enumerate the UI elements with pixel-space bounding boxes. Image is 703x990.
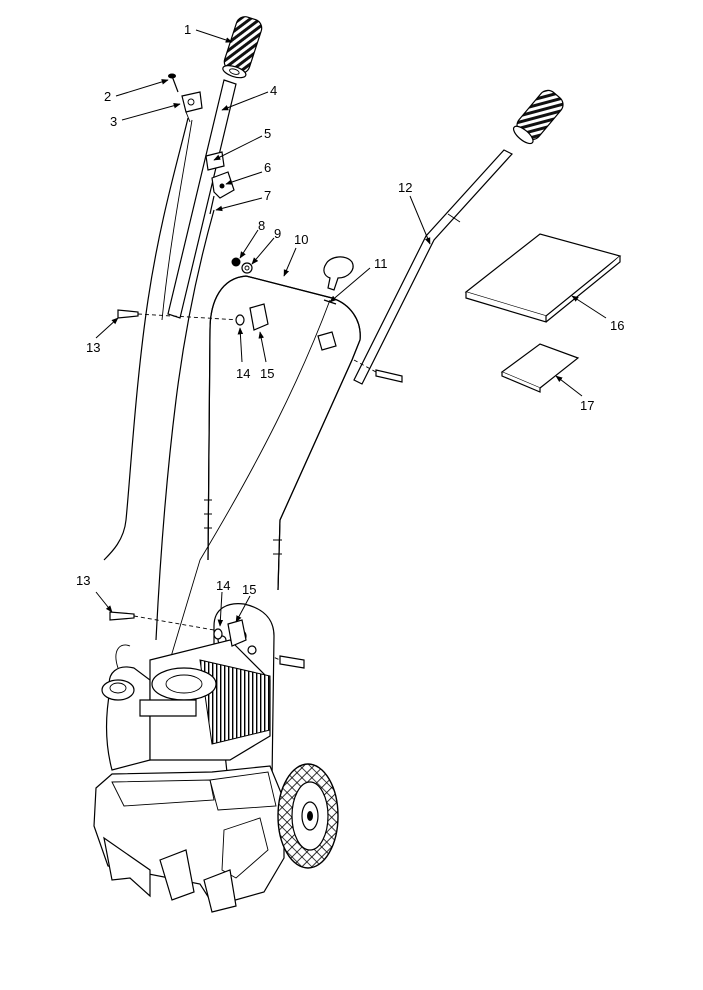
throttle-cable	[103, 117, 193, 561]
handle-grip-left	[222, 16, 263, 79]
bolt-right-upper	[353, 359, 403, 383]
knob-part-15-upper	[249, 303, 337, 351]
bolt-part-13-lower	[109, 611, 215, 631]
control-lever	[211, 171, 235, 199]
washer-part-14-upper	[235, 314, 245, 326]
callout-14-lower: 14	[216, 578, 230, 593]
upper-handle-tube-right	[353, 149, 513, 385]
upper-handle-tube-left	[167, 79, 237, 319]
callout-15-upper: 15	[260, 366, 274, 381]
screw-part-2	[168, 73, 179, 93]
callout-16: 16	[610, 318, 624, 333]
washer-part-14-lower	[213, 628, 223, 640]
callout-8: 8	[258, 218, 265, 233]
washer-part-9	[241, 262, 253, 274]
callout-14-upper: 14	[236, 366, 250, 381]
callout-9: 9	[274, 226, 281, 241]
callout-6: 6	[264, 160, 271, 175]
owners-manual	[464, 233, 622, 323]
knob-part-11	[323, 256, 354, 305]
bolt-part-13-upper	[117, 309, 241, 321]
leader-lines	[95, 29, 607, 627]
wheel	[277, 763, 339, 869]
callout-11: 11	[374, 256, 388, 271]
handle-grip-right	[512, 89, 564, 145]
callout-3: 3	[110, 114, 117, 129]
callout-15-lower: 15	[242, 582, 256, 597]
throttle-bracket	[181, 91, 203, 123]
callout-labels: 1 2 3 4 5 6 7 8 9 10 11 12 13 13 14 14 1…	[76, 22, 624, 597]
callout-12: 12	[398, 180, 412, 195]
callout-7: 7	[264, 188, 271, 203]
callout-1: 1	[184, 22, 191, 37]
engine-cable	[155, 209, 331, 661]
instruction-card	[500, 343, 580, 393]
callout-10: 10	[294, 232, 308, 247]
callout-13-upper: 13	[86, 340, 100, 355]
callout-17: 17	[580, 398, 594, 413]
callout-2: 2	[104, 89, 111, 104]
callout-13-lower: 13	[76, 573, 90, 588]
tiller-body	[93, 603, 285, 913]
lower-handle-frame	[204, 275, 361, 591]
rod-part-7	[209, 195, 215, 215]
nut-part-8	[231, 257, 241, 267]
callout-5: 5	[264, 126, 271, 141]
callout-4: 4	[270, 83, 277, 98]
